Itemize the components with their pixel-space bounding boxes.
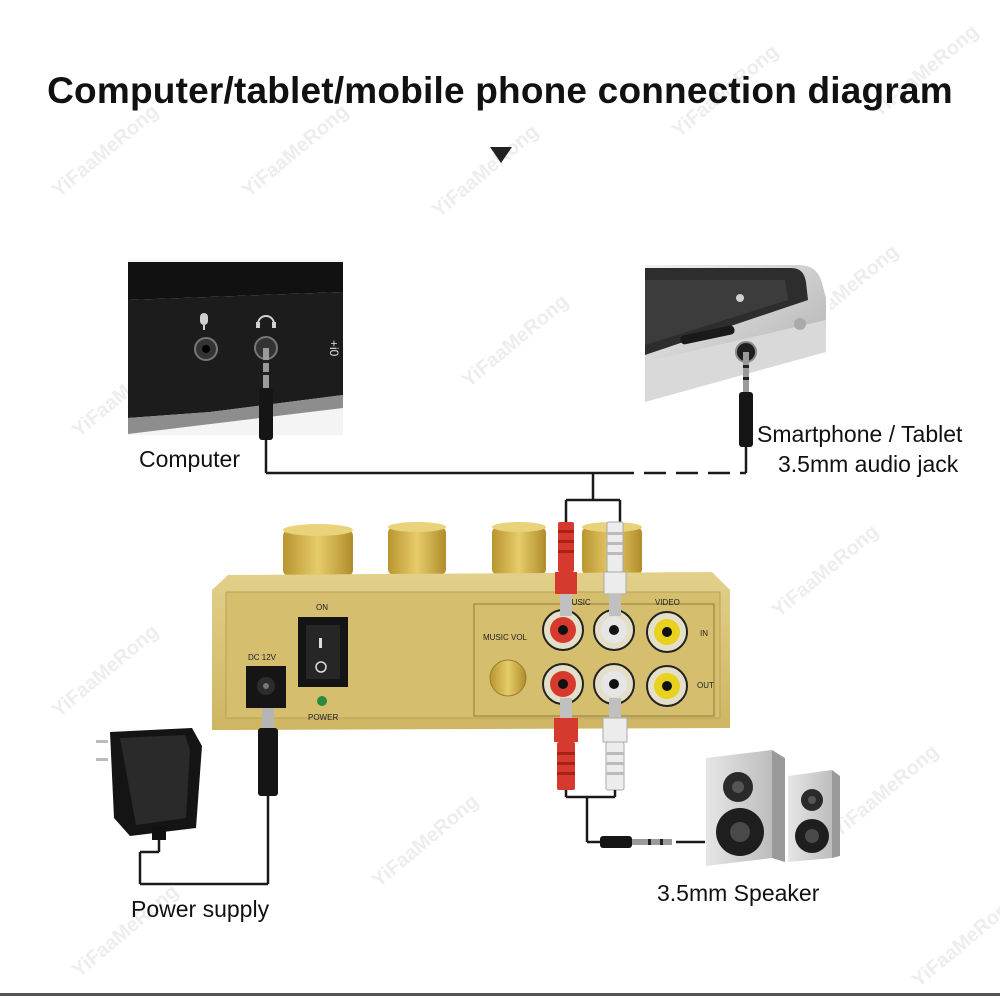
rca-jack-red bbox=[542, 609, 584, 651]
in-label: IN bbox=[700, 629, 708, 638]
power-adapter bbox=[96, 728, 202, 840]
dc-label: DC 12V bbox=[248, 653, 277, 662]
rca-plug-red-input bbox=[555, 522, 577, 616]
smartphone-label: Smartphone / Tablet bbox=[757, 421, 963, 447]
computer-photo: +i0 bbox=[128, 260, 343, 440]
rca-jack-white bbox=[593, 609, 635, 651]
rca-plug-white-output bbox=[602, 698, 628, 791]
out-label: OUT bbox=[697, 681, 714, 690]
rca-jack-white bbox=[593, 663, 635, 705]
rca-plug-red-output bbox=[554, 698, 578, 790]
speaker-right bbox=[788, 770, 840, 862]
rca-jack-red bbox=[542, 663, 584, 705]
input-cables bbox=[264, 440, 748, 525]
rca-jack-yellow bbox=[646, 665, 688, 707]
switch-label: ON bbox=[316, 603, 328, 612]
audio-jack-label: 3.5mm audio jack bbox=[778, 451, 959, 477]
power-supply-label: Power supply bbox=[131, 896, 270, 922]
speaker-left bbox=[706, 750, 785, 866]
karaoke-mixer-device: ON POWER DC 12V MUSIC VIDEO MUSIC VOL IN… bbox=[212, 522, 730, 730]
computer-label: Computer bbox=[139, 446, 240, 472]
dc-plug bbox=[258, 708, 278, 796]
svg-text:+i0: +i0 bbox=[327, 340, 341, 357]
knob bbox=[492, 522, 546, 575]
microphone-icon bbox=[200, 313, 208, 330]
knob bbox=[388, 522, 446, 575]
bottom-border bbox=[0, 993, 1000, 996]
output-cables bbox=[564, 790, 705, 844]
diagram-title: Computer/tablet/mobile phone connection … bbox=[47, 70, 953, 111]
rca-jack-yellow bbox=[646, 611, 688, 653]
rca-plug-white-input bbox=[603, 521, 627, 616]
knob bbox=[283, 524, 353, 576]
music-vol-label: MUSIC VOL bbox=[483, 633, 528, 642]
down-triangle-icon bbox=[490, 147, 512, 163]
power-label: POWER bbox=[308, 713, 338, 722]
speaker-label: 3.5mm Speaker bbox=[657, 880, 820, 906]
power-cables bbox=[138, 795, 270, 886]
mini-jack-plug bbox=[600, 836, 672, 848]
headphone-icon bbox=[257, 315, 275, 325]
video-label: VIDEO bbox=[655, 598, 680, 607]
music-label: MUSIC bbox=[565, 598, 591, 607]
smartphone-photo bbox=[645, 265, 830, 447]
